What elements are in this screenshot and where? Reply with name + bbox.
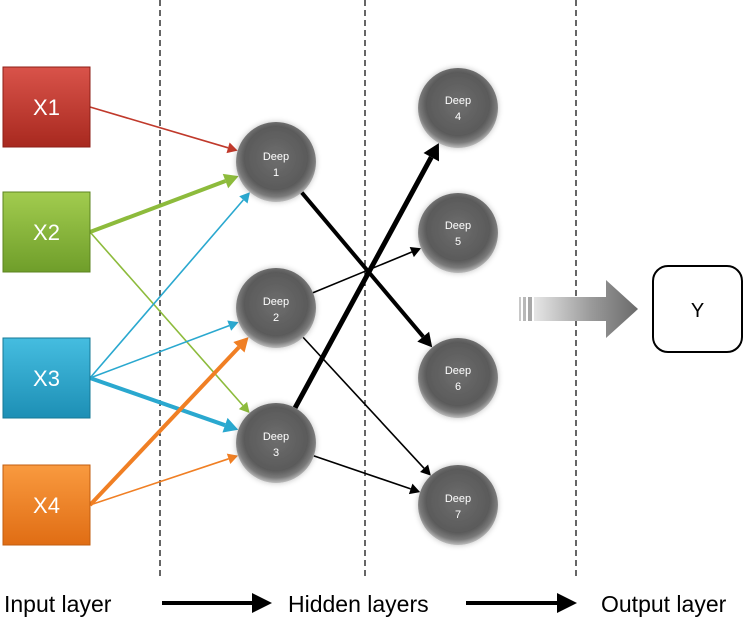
node-label-line1: Deep: [445, 220, 471, 232]
edge-h3-h7: [313, 455, 411, 490]
hidden-node-deep-4: Deep 4: [418, 68, 498, 148]
node-label-line1: Deep: [445, 493, 471, 505]
hidden-node-deep-5: Deep 5: [418, 193, 498, 273]
edge-arrowhead-h3-h4: [423, 143, 439, 162]
input-layer-label: Input layer: [4, 591, 112, 617]
edge-x4-h3: [89, 458, 229, 506]
edge-arrowhead-x3-h2: [227, 320, 239, 331]
edge-x3-h2: [89, 324, 230, 379]
edge-arrowhead-x3-h1: [239, 192, 250, 204]
edge-x4-h2: [88, 345, 241, 507]
hidden-node-deep-3: Deep 3: [236, 403, 316, 483]
edge-x2-h3: [89, 231, 244, 407]
edge-h2-h5: [312, 251, 413, 294]
input-node-x3: X3: [2, 337, 91, 419]
input-label: X4: [33, 493, 60, 518]
edge-h1-h6: [300, 191, 425, 338]
input-label: X1: [33, 95, 60, 120]
node-label-line2: 6: [455, 381, 461, 393]
node-label-line1: Deep: [263, 431, 289, 443]
node-label-line2: 4: [455, 111, 461, 123]
node-label-line1: Deep: [445, 365, 471, 377]
input-label: X2: [33, 220, 60, 245]
hidden-node-deep-2: Deep 2: [236, 268, 316, 348]
hidden-node-deep-6: Deep 6: [418, 338, 498, 418]
edges-group: [88, 106, 439, 507]
edge-arrowhead-x3-h3: [222, 417, 239, 433]
hidden-layers-label: Hidden layers: [288, 591, 429, 617]
node-label-line1: Deep: [263, 151, 289, 163]
right-arrow-icon: [162, 593, 272, 613]
input-node-x4: X4: [2, 464, 91, 546]
layer-separators: [159, 0, 577, 580]
edge-x3-h3: [89, 376, 226, 428]
hidden-node-deep-1: Deep 1: [236, 122, 316, 202]
node-label-line2: 5: [455, 236, 461, 248]
big-arrow-icon: [519, 280, 638, 338]
node-label-line1: Deep: [445, 95, 471, 107]
right-arrow-icon: [466, 593, 577, 613]
edge-x1-h1: [89, 106, 229, 149]
edge-arrowhead-x4-h2: [233, 337, 249, 353]
bottom-axis: Input layer Hidden layers Output layer: [4, 591, 727, 617]
output-node-y: Y: [652, 265, 743, 353]
input-node-x2: X2: [2, 191, 91, 273]
node-label-line1: Deep: [263, 296, 289, 308]
input-layer-group: X1 X2 X3 X4: [2, 66, 91, 546]
edge-arrowhead-x1-h1: [226, 142, 238, 154]
input-label: X3: [33, 366, 60, 391]
edge-arrowhead-h3-h7: [408, 483, 421, 495]
hidden-node-deep-7: Deep 7: [418, 465, 498, 545]
hidden-layer-group: Deep 1 Deep 2 Deep 3 Deep 4 Deep 5: [236, 68, 498, 545]
output-label: Y: [691, 300, 704, 322]
edge-arrowhead-x2-h3: [238, 401, 250, 413]
node-label-line2: 2: [273, 312, 279, 324]
edge-arrowhead-x2-h1: [222, 173, 239, 189]
edge-arrowhead-x4-h3: [226, 453, 239, 465]
node-label-line2: 1: [273, 167, 279, 179]
edge-arrowhead-h1-h6: [417, 331, 433, 348]
input-node-x1: X1: [2, 66, 91, 148]
edge-arrowhead-h2-h7: [420, 464, 431, 476]
edge-x3-h1: [89, 199, 244, 379]
edge-h3-h4: [292, 156, 434, 410]
edge-x2-h1: [89, 179, 227, 234]
output-layer-label: Output layer: [601, 591, 727, 617]
node-label-line2: 7: [455, 509, 461, 521]
node-label-line2: 3: [273, 447, 279, 459]
edge-arrowhead-h2-h5: [409, 246, 422, 258]
